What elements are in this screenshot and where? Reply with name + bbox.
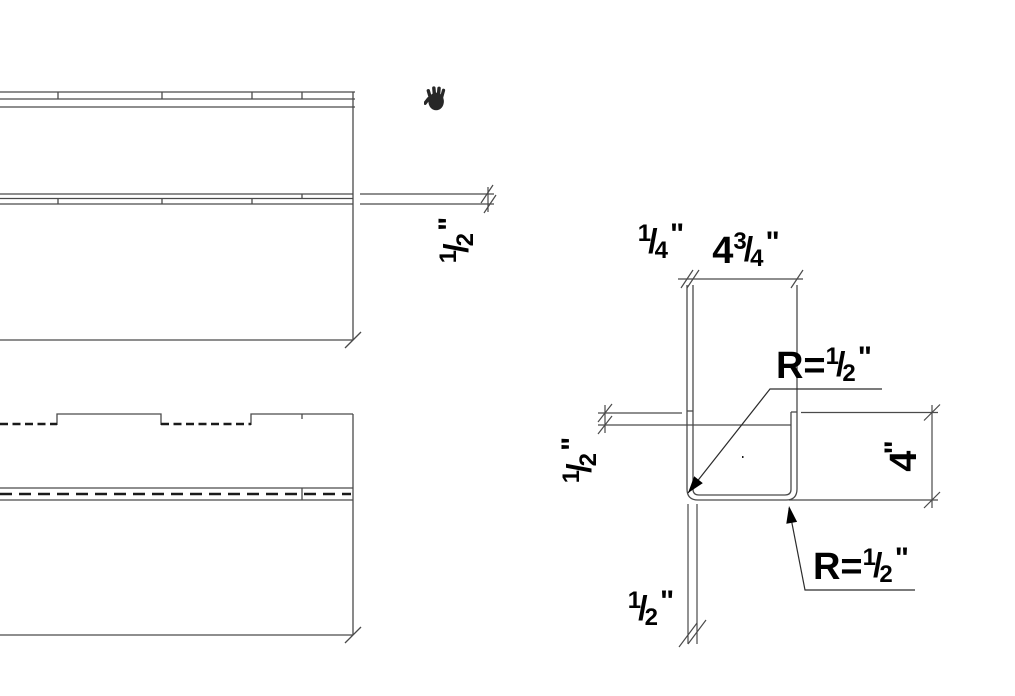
dimension-tick xyxy=(480,184,494,204)
dim-unit: " xyxy=(879,440,912,455)
dimension-tick xyxy=(923,404,941,421)
dim-unit: " xyxy=(894,542,910,575)
radius-leaders xyxy=(687,388,915,591)
dim-unit: " xyxy=(433,216,466,232)
dim-fraction-slash: / xyxy=(743,231,754,269)
dim-denominator: 2 xyxy=(575,453,602,467)
top-view-dimension xyxy=(360,184,497,214)
radius-prefix: R= xyxy=(775,345,826,387)
dim-denominator: 4 xyxy=(750,245,764,272)
dimension-tick xyxy=(678,622,698,648)
section-dimensions xyxy=(597,269,941,648)
dim-numerator: 1 xyxy=(862,544,876,571)
radius-top-leader xyxy=(687,388,882,494)
dimension-tick xyxy=(597,403,613,423)
top-view-linework xyxy=(0,91,362,349)
dim-denominator: 2 xyxy=(452,233,479,247)
section-half-inch-bottom-label: 1/2" xyxy=(606,585,696,635)
dim-numerator: 1 xyxy=(825,343,839,370)
bottom-half-extension-lines xyxy=(687,504,698,644)
side-view-flange-lines xyxy=(0,487,353,501)
dim-unit: " xyxy=(556,436,589,452)
dim-whole: 4 xyxy=(712,230,734,272)
side-view-stepped-edge xyxy=(56,413,353,425)
top-view-corner-tick xyxy=(344,331,362,349)
dim-fraction-slash: / xyxy=(648,223,658,261)
dim-unit: " xyxy=(659,585,675,618)
radius-bottom-arrowhead xyxy=(786,506,798,524)
side-view-linework xyxy=(0,413,362,644)
section-half-inch-left-label: 1/2" xyxy=(541,420,621,500)
dimension-tick xyxy=(597,415,613,435)
section-radius-bottom-label: R=1/2" xyxy=(801,542,921,592)
top-view-top-band xyxy=(0,91,355,108)
dim-denominator: 4 xyxy=(654,237,668,264)
radius-bottom-leader xyxy=(788,507,915,591)
channel-left-inner xyxy=(692,285,792,496)
dimension-tick xyxy=(686,269,700,289)
section-radius-top-label: R=1/2" xyxy=(764,341,884,391)
side-view-corner-tick xyxy=(344,626,362,644)
top-view-bottom-band xyxy=(0,193,353,205)
dimension-tick xyxy=(687,619,707,645)
radius-top-arrowhead xyxy=(688,476,703,493)
top-view-bottom-band-seams xyxy=(57,194,303,204)
section-linework xyxy=(598,285,798,501)
dim-denominator: 2 xyxy=(842,360,856,387)
extension-lines xyxy=(360,193,494,205)
dim-fraction-slash: / xyxy=(872,547,883,585)
section-quarter-inch-label: 1/4" xyxy=(616,218,706,268)
dim-unit: " xyxy=(857,341,873,374)
pan-hand-cursor-icon xyxy=(424,86,446,111)
top-view-half-inch-label: 1/2" xyxy=(418,200,498,280)
radius-prefix: R= xyxy=(812,546,863,588)
section-height-label: 4" xyxy=(864,416,944,496)
side-view-hidden-lines xyxy=(0,422,351,496)
dimension-tick xyxy=(923,491,941,509)
channel-left-outer xyxy=(686,285,798,501)
dim-fraction-slash: / xyxy=(638,590,648,628)
dim-numerator: 3 xyxy=(733,228,747,255)
dim-unit: " xyxy=(669,218,685,251)
dim-numerator: 1 xyxy=(627,587,642,614)
dim-denominator: 2 xyxy=(644,604,658,631)
top-view-top-band-seams xyxy=(57,92,303,99)
height-extension-lines xyxy=(789,411,938,501)
dim-unit: " xyxy=(765,226,780,259)
dim-numerator: 1 xyxy=(637,220,652,247)
dimension-tick xyxy=(790,269,804,289)
dimension-tick xyxy=(483,194,497,214)
dimension-tick xyxy=(680,269,694,289)
dim-denominator: 2 xyxy=(879,561,893,588)
dim-fraction-slash: / xyxy=(835,346,846,384)
